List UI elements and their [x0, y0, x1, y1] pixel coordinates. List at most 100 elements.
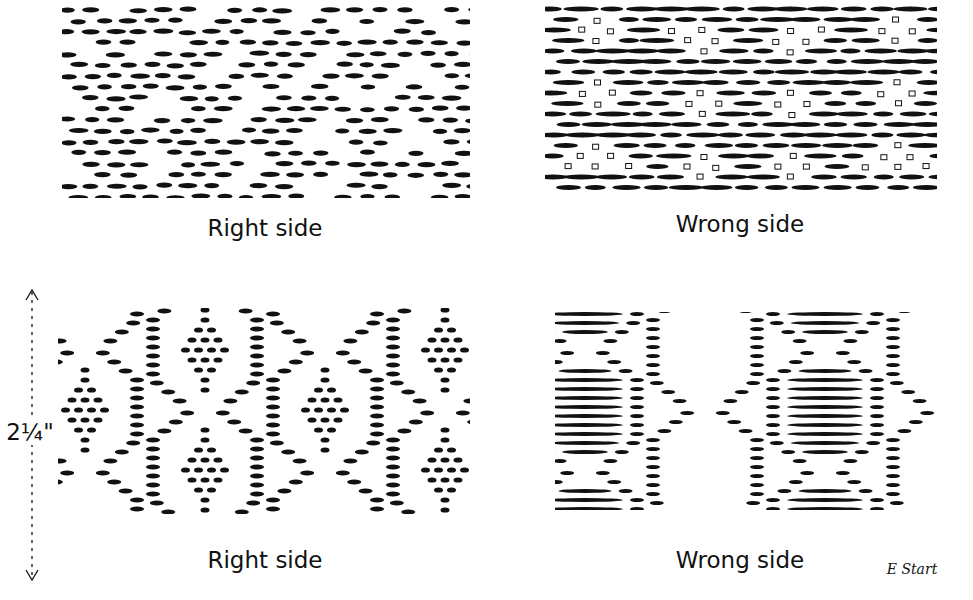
stitch-dash	[262, 129, 280, 134]
stitch-dash	[313, 150, 328, 155]
stitch-dash	[843, 459, 857, 463]
stitch-dash	[433, 172, 448, 177]
stitch-dash	[646, 336, 660, 340]
stitch-dash	[215, 84, 232, 89]
stitch-dash	[686, 133, 719, 138]
stitch-dash	[793, 459, 807, 463]
stitch-loop	[595, 80, 601, 85]
stitch-dash	[418, 117, 434, 122]
stitch-dash	[897, 429, 911, 433]
stitch-dash	[327, 427, 336, 432]
stitch-dash	[650, 501, 664, 505]
stitch-loop	[697, 174, 703, 179]
stitch-dash	[669, 185, 704, 190]
stitch-dash	[661, 390, 675, 394]
stitch-dash	[386, 362, 400, 367]
stitch-dash	[890, 501, 904, 505]
stitch-dash	[390, 500, 404, 505]
stitch-dash	[646, 372, 660, 376]
stitch-dash	[555, 405, 623, 409]
stitch-dash	[201, 377, 210, 382]
stitch-dash	[607, 480, 621, 484]
stitch-dash	[428, 337, 437, 342]
stitch-dash	[765, 185, 788, 190]
stitch-dash	[870, 396, 884, 400]
stitch-dash	[215, 40, 229, 45]
stitch-dash	[314, 387, 323, 392]
stitch-dash	[777, 369, 791, 373]
stitch-dash	[762, 122, 794, 127]
stitch-dash	[260, 172, 280, 177]
stitch-dash	[250, 353, 264, 358]
stitch-dash	[555, 441, 619, 445]
stitch-dash	[642, 17, 671, 22]
stitch-loop	[895, 164, 901, 169]
stitch-dash	[841, 91, 862, 96]
stitch-loop	[923, 164, 929, 169]
stitch-dash	[346, 118, 363, 123]
stitch-loop	[895, 143, 901, 148]
stitch-dash	[216, 410, 230, 415]
stitch-dash	[58, 479, 63, 484]
stitch-dash	[853, 122, 877, 127]
stitch-dash	[750, 363, 764, 367]
stitch-dash	[144, 62, 160, 67]
stitch-dash	[397, 428, 411, 433]
stitch-dash	[203, 52, 222, 57]
stitch-dash	[434, 347, 443, 352]
stitch-dash	[270, 320, 284, 325]
stitch-dash	[825, 164, 850, 169]
stitch-dash	[115, 449, 129, 454]
stitch-dash	[441, 387, 450, 392]
stitch-dash	[909, 420, 923, 424]
view-caption: Right side	[206, 216, 325, 241]
stitch-dash	[194, 467, 203, 472]
stitch-dash	[807, 7, 839, 12]
stitch-dash	[360, 62, 374, 67]
stitch-loop	[892, 38, 898, 43]
stitch-dash	[262, 18, 281, 23]
stitch-dash	[455, 85, 470, 90]
stitch-dash	[545, 91, 567, 96]
stitch-dash	[385, 194, 400, 198]
stitch-loop	[787, 50, 793, 55]
stitch-dash	[82, 95, 99, 100]
stitch-dash	[555, 423, 623, 427]
stitch-dash	[870, 498, 884, 502]
stitch-dash	[395, 162, 410, 167]
stitch-dash	[596, 175, 627, 180]
stitch-dash	[739, 312, 753, 313]
stitch-dash	[886, 438, 900, 442]
stitch-dash	[146, 446, 160, 451]
stitch-dash	[582, 59, 614, 64]
stitch-dash	[308, 417, 317, 422]
stitch-dash	[277, 74, 293, 79]
stitch-dash	[614, 143, 640, 148]
stitch-dash	[107, 184, 127, 189]
stitch-dash	[770, 441, 784, 445]
stitch-loop	[775, 164, 781, 169]
stitch-dash	[775, 70, 809, 75]
stitch-dash	[428, 477, 437, 482]
stitch-dash	[266, 431, 280, 436]
stitch-dash	[870, 414, 884, 418]
stitch-dash	[454, 457, 463, 462]
stitch-dash	[121, 84, 136, 89]
stitch-dash	[750, 327, 764, 331]
stitch-dash	[347, 162, 366, 167]
stitch-dash	[81, 417, 90, 422]
stitch-dash	[787, 405, 863, 409]
stitch-dash	[441, 427, 450, 432]
stitch-dash	[157, 308, 171, 313]
stitch-dash	[827, 59, 847, 64]
stitch-dash	[603, 339, 617, 343]
stitch-dash	[61, 407, 70, 412]
stitch-dash	[386, 437, 400, 442]
stitch-dash	[824, 185, 852, 190]
stitch-dash	[321, 417, 330, 422]
stitch-dash	[347, 479, 361, 484]
stitch-dash	[82, 29, 100, 34]
stitch-dash	[250, 491, 264, 496]
stitch-dash	[913, 185, 937, 190]
stitch-dash	[386, 335, 400, 340]
